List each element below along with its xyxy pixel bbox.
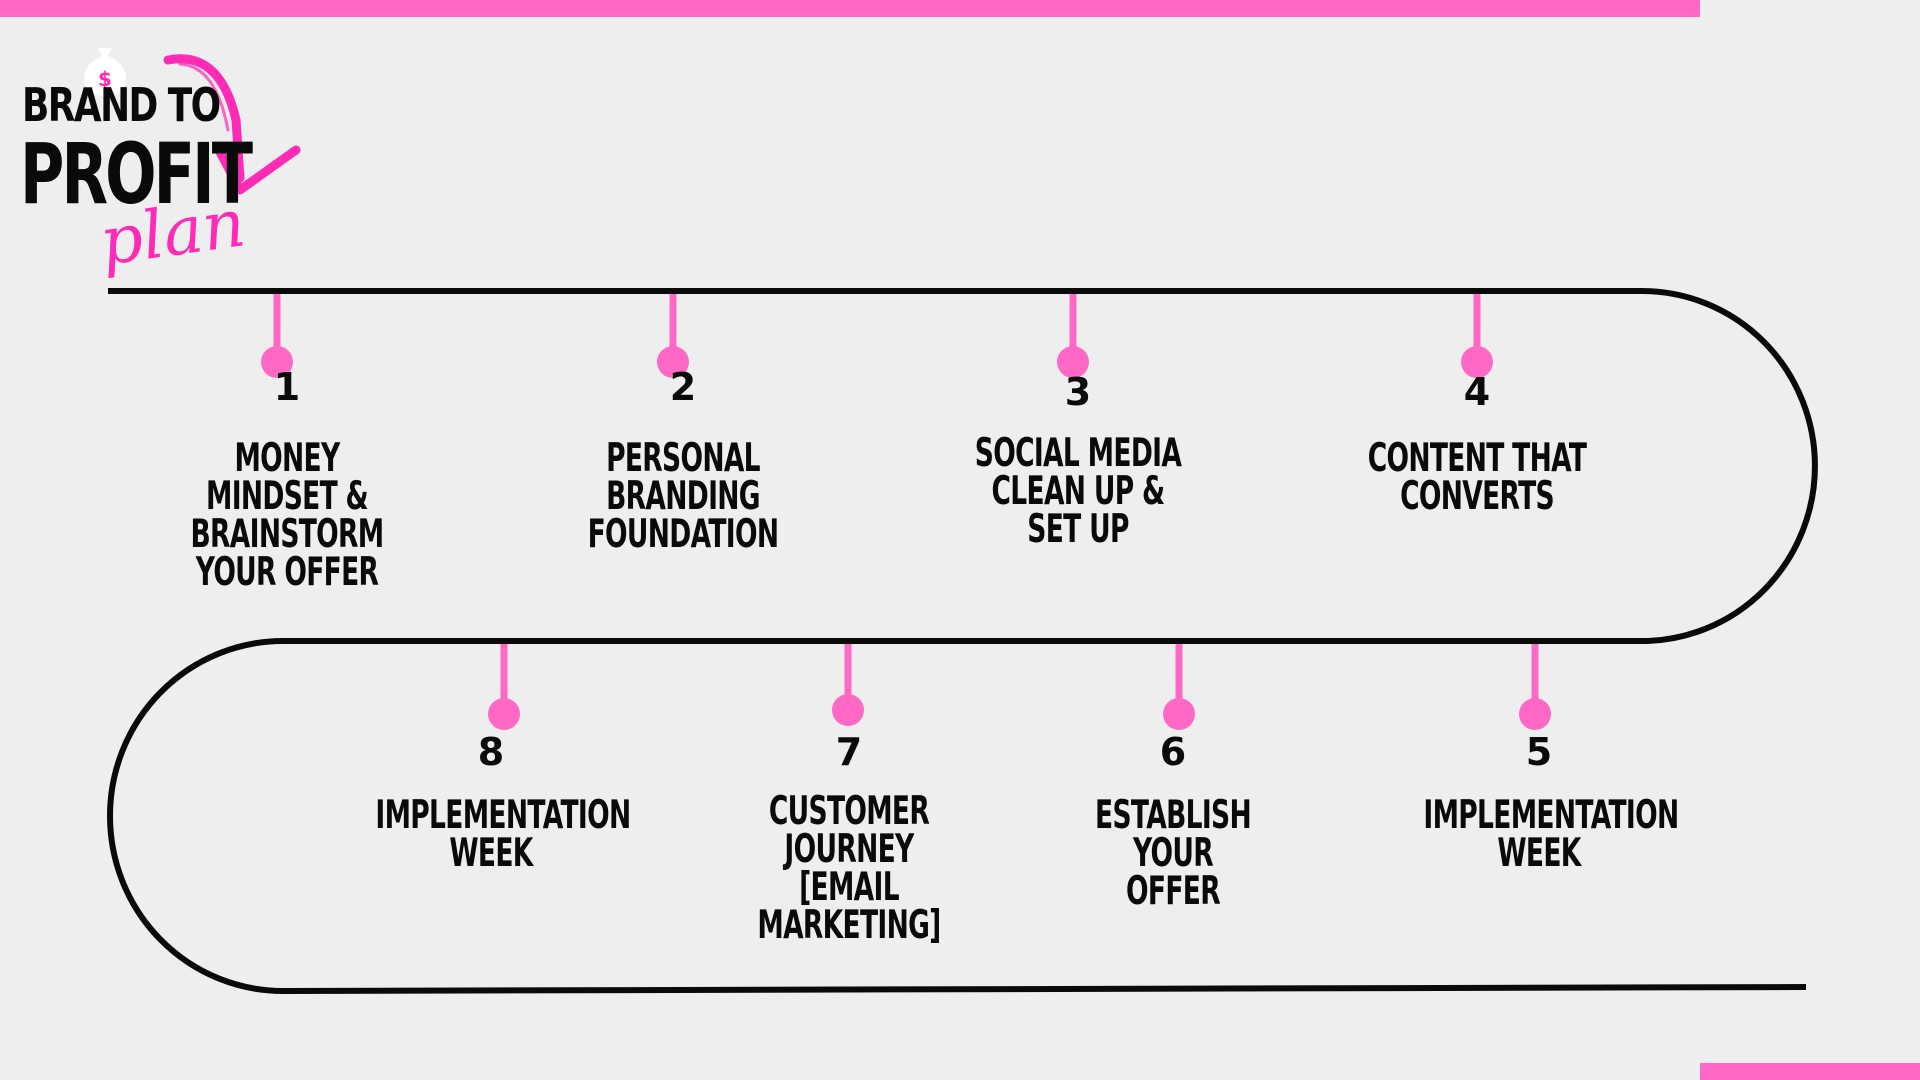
step-number: 3 — [1064, 370, 1092, 414]
step-number: 7 — [835, 730, 863, 774]
step-label: MONEY MINDSET & BRAINSTORM YOUR OFFER — [190, 436, 385, 595]
step-pin-8 — [488, 644, 520, 730]
step-label: CUSTOMER JOURNEY [EMAIL MARKETING] — [757, 789, 941, 948]
step-pin-3 — [1057, 294, 1089, 378]
step-number: 5 — [1525, 730, 1553, 774]
pin-dot — [832, 694, 864, 726]
logo-graphics: $ — [84, 48, 301, 195]
step-number: 4 — [1463, 370, 1491, 414]
road-line — [107, 288, 1818, 995]
pin-dot — [488, 698, 520, 730]
step-number: 2 — [669, 365, 697, 409]
step-number: 8 — [477, 730, 505, 774]
step-label: IMPLEMENTATION WEEK — [375, 793, 631, 876]
step-label: ESTABLISH YOUR OFFER — [1095, 793, 1252, 914]
brand-logo: $ BRAND TO PROFIT plan — [20, 20, 310, 290]
pin-dot — [1519, 698, 1551, 730]
step-pin-1 — [261, 294, 293, 378]
pin-dot — [1461, 346, 1493, 378]
logo-title-line2: PROFIT — [20, 125, 253, 223]
pin-dot — [1163, 698, 1195, 730]
curved-arrow-icon — [163, 54, 301, 195]
step-label: CONTENT THAT CONVERTS — [1367, 436, 1587, 519]
logo-script-word: plan — [95, 184, 250, 281]
pin-dot — [657, 346, 689, 378]
svg-text:$: $ — [98, 67, 112, 91]
step-number: 1 — [273, 365, 301, 409]
step-pin-4 — [1461, 294, 1493, 378]
pin-dot — [1057, 346, 1089, 378]
step-pin-5 — [1519, 644, 1551, 730]
pin-dot — [261, 346, 293, 378]
money-bag-icon: $ — [84, 48, 126, 96]
step-pin-7 — [832, 644, 864, 726]
top-accent-bar — [0, 0, 1700, 17]
step-label: PERSONAL BRANDING FOUNDATION — [587, 436, 779, 557]
step-number: 6 — [1159, 730, 1187, 774]
logo-title-line1: BRAND TO — [22, 78, 221, 132]
step-label: IMPLEMENTATION WEEK — [1423, 793, 1679, 876]
step-pin-6 — [1163, 644, 1195, 730]
step-label: SOCIAL MEDIA CLEAN UP & SET UP — [974, 431, 1182, 552]
bottom-accent-bar — [1700, 1063, 1920, 1080]
step-pin-2 — [657, 294, 689, 378]
